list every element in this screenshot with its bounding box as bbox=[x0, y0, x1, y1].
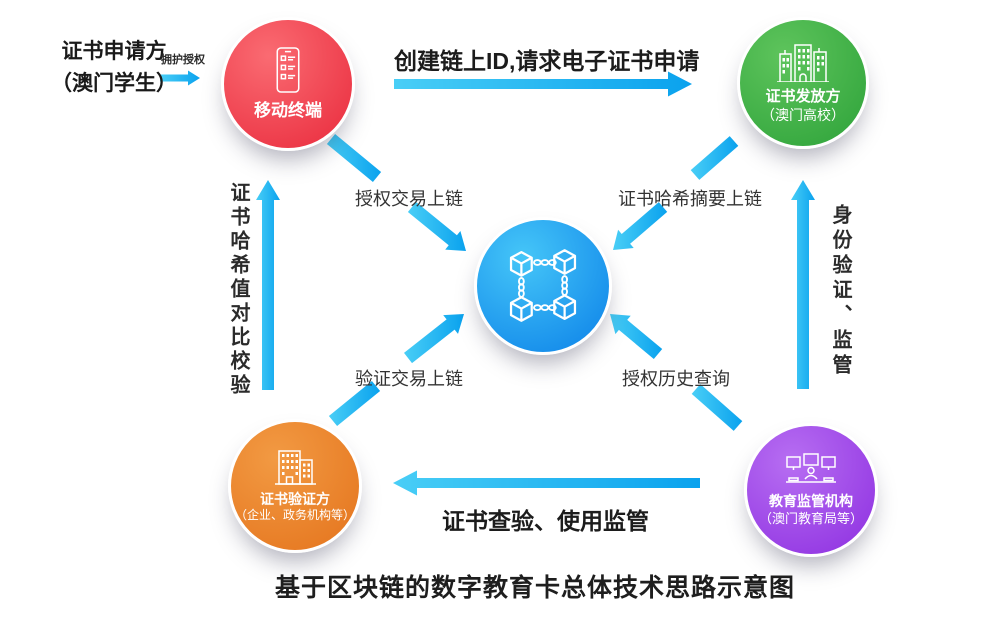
arrow-right-vertical bbox=[791, 180, 815, 389]
node-regulator-line2: （澳门教育局等） bbox=[758, 510, 863, 526]
arrow-regulator-chain-2 bbox=[610, 314, 663, 359]
arrow-verifier-chain-2 bbox=[404, 314, 464, 364]
edge-label-history-query: 授权历史查询 bbox=[622, 369, 730, 389]
node-mobile-terminal: 移动终端 bbox=[221, 17, 355, 151]
arrow-regulator-chain-1 bbox=[691, 384, 743, 431]
edge-label-bottom: 证书查验、使用监管 bbox=[442, 508, 649, 534]
edge-label-right-vertical: 身份验证、监管 bbox=[829, 204, 851, 379]
campus-buildings-icon bbox=[777, 44, 829, 82]
monitor-workstations-icon bbox=[786, 453, 836, 483]
edge-label-auth-tx: 授权交易上链 bbox=[355, 189, 463, 209]
applicant-arrow-label: 拥护授权 bbox=[161, 54, 205, 66]
applicant-line1: 证书申请方 bbox=[61, 40, 167, 63]
arrow-mobile-chain-1 bbox=[326, 134, 382, 182]
edge-label-hash-digest: 证书哈希摘要上链 bbox=[618, 189, 762, 209]
applicant-line2: （澳门学生） bbox=[51, 71, 177, 95]
arrow-bottom bbox=[393, 470, 700, 496]
node-regulator-line1: 教育监管机构 bbox=[769, 493, 853, 510]
node-cert-verifier: 证书验证方 （企业、政务机构等） bbox=[228, 419, 362, 553]
smartphone-icon bbox=[276, 47, 300, 93]
node-issuer-line1: 证书发放方 bbox=[765, 87, 841, 105]
diagram-title: 基于区块链的数字教育卡总体技术思路示意图 bbox=[274, 574, 795, 602]
edge-label-left-vertical: 证书哈希值对比校验 bbox=[227, 182, 249, 398]
blockchain-cubes-icon bbox=[509, 249, 577, 322]
node-edu-regulator: 教育监管机构 （澳门教育局等） bbox=[744, 423, 878, 557]
node-cert-issuer: 证书发放方 （澳门高校） bbox=[737, 17, 869, 149]
arrow-left-vertical bbox=[256, 180, 280, 390]
arrow-issuer-chain-1 bbox=[690, 136, 739, 180]
node-verifier-line2: （企业、政务机构等） bbox=[234, 508, 355, 523]
edge-label-verify-tx: 验证交易上链 bbox=[355, 369, 463, 389]
node-mobile-label: 移动终端 bbox=[254, 100, 322, 120]
office-building-icon bbox=[275, 450, 316, 485]
node-blockchain bbox=[474, 217, 612, 355]
node-issuer-line2: （澳门高校） bbox=[761, 106, 845, 123]
edge-label-top: 创建链上ID,请求电子证书申请 bbox=[394, 48, 700, 74]
node-verifier-line1: 证书验证方 bbox=[260, 490, 330, 507]
applicant-label: 证书申请方 （澳门学生） bbox=[46, 36, 182, 99]
